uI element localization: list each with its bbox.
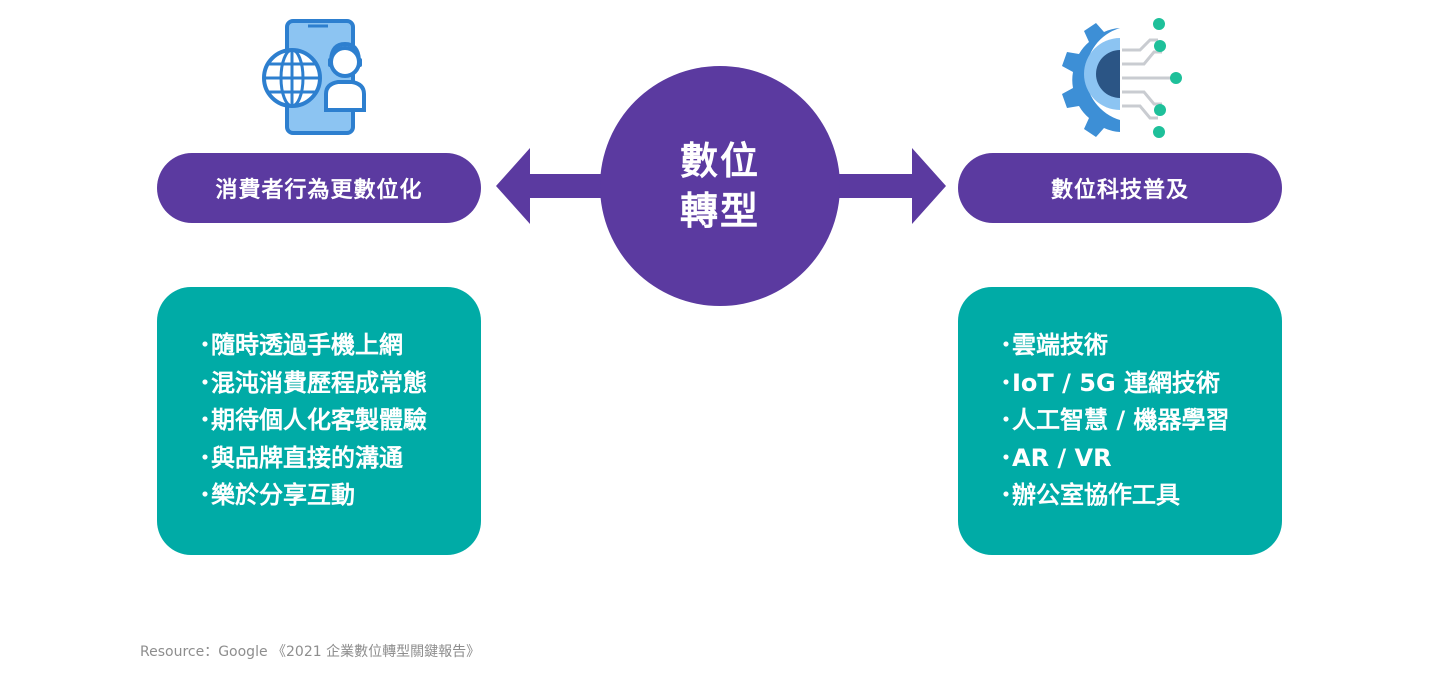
list-item-text: 雲端技術 <box>1012 331 1108 359</box>
bullet: ・ <box>193 368 217 397</box>
right-category-pill: 數位科技普及 <box>958 153 1282 223</box>
mobile-globe-user-icon <box>258 18 370 142</box>
list-item: ・樂於分享互動 <box>193 477 481 515</box>
list-item: ・IoT / 5G 連網技術 <box>994 365 1282 403</box>
list-item: ・人工智慧 / 機器學習 <box>994 402 1282 440</box>
bullet: ・ <box>994 368 1018 397</box>
list-item-text: 人工智慧 / 機器學習 <box>1012 406 1230 434</box>
right-detail-card: ・雲端技術 ・IoT / 5G 連網技術 ・人工智慧 / 機器學習 ・AR / … <box>958 287 1282 555</box>
bullet: ・ <box>193 481 217 509</box>
list-item: ・辦公室協作工具 <box>994 477 1282 515</box>
right-item-list: ・雲端技術 ・IoT / 5G 連網技術 ・人工智慧 / 機器學習 ・AR / … <box>994 327 1282 515</box>
list-item-text: IoT / 5G 連網技術 <box>1012 368 1221 397</box>
bullet: ・ <box>193 443 217 472</box>
bullet: ・ <box>994 406 1018 434</box>
list-item: ・AR / VR <box>994 440 1282 478</box>
list-item-text: 混沌消費歷程成常態 <box>211 368 427 397</box>
list-item-text: 樂於分享互動 <box>211 481 355 509</box>
bullet: ・ <box>193 331 217 359</box>
list-item-text: 期待個人化客製體驗 <box>211 406 427 434</box>
bullet: ・ <box>193 406 217 434</box>
list-item-text: 與品牌直接的溝通 <box>211 443 403 472</box>
bullet: ・ <box>994 481 1018 509</box>
left-arrow <box>496 148 606 228</box>
gear-circuit-icon <box>1058 16 1184 144</box>
list-item: ・雲端技術 <box>994 327 1282 365</box>
list-item-text: AR / VR <box>1012 443 1112 472</box>
right-arrow <box>836 148 946 228</box>
center-title-line-1: 數位 <box>679 139 760 183</box>
list-item-text: 隨時透過手機上網 <box>211 331 403 359</box>
list-item: ・與品牌直接的溝通 <box>193 440 481 478</box>
source-caption: Resource：Google 《2021 企業數位轉型關鍵報告》 <box>140 644 481 660</box>
list-item: ・混沌消費歷程成常態 <box>193 365 481 403</box>
center-title-line-2: 轉型 <box>679 189 760 233</box>
bullet: ・ <box>994 331 1018 359</box>
center-topic-circle: 數位 轉型 <box>600 66 840 306</box>
bullet: ・ <box>994 443 1018 472</box>
left-detail-card: ・隨時透過手機上網 ・混沌消費歷程成常態 ・期待個人化客製體驗 ・與品牌直接的溝… <box>157 287 481 555</box>
left-item-list: ・隨時透過手機上網 ・混沌消費歷程成常態 ・期待個人化客製體驗 ・與品牌直接的溝… <box>193 327 481 515</box>
list-item-text: 辦公室協作工具 <box>1012 481 1180 509</box>
list-item: ・隨時透過手機上網 <box>193 327 481 365</box>
list-item: ・期待個人化客製體驗 <box>193 402 481 440</box>
left-category-pill: 消費者行為更數位化 <box>157 153 481 223</box>
